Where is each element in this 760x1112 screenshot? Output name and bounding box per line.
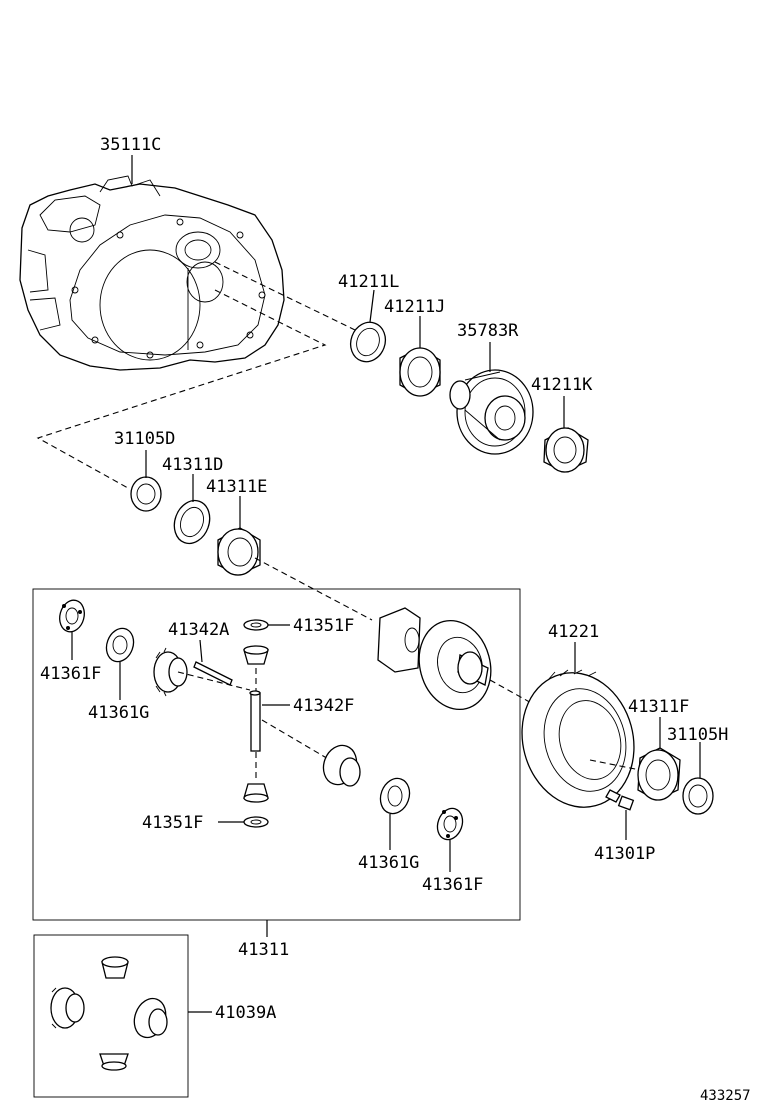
label-41039A: 41039A [215,1003,276,1023]
gear-35783R [449,369,534,455]
gear-kit-41039A-drawing [50,956,168,1071]
label-41361F-right: 41361F [422,875,483,895]
label-41311D: 41311D [162,455,223,475]
label-41221: 41221 [548,622,599,642]
transaxle-housing-drawing [19,175,285,371]
label-35783R: 35783R [457,321,519,341]
label-31105D: 31105D [114,429,175,449]
label-41361F-left: 41361F [40,664,101,684]
side-gear-left [153,647,188,697]
assembly-dash-line-housing [36,261,356,489]
differential-case-box [32,588,521,921]
pinion-gear-bottom [243,783,269,803]
label-41351F-top: 41351F [293,616,354,636]
thrust-washer-41351F-bottom [243,816,269,828]
washer-41361F-left [59,599,85,633]
pinion-gear-top [243,645,269,665]
side-gear-right [322,744,361,787]
label-41211J: 41211J [384,297,445,317]
thrust-washer-41351F-top [243,619,269,631]
shim-41211L [349,321,387,363]
label-41211L: 41211L [338,272,399,292]
pin-41342A [193,661,233,686]
bearing-41311E [217,527,261,576]
label-41311F: 41311F [628,697,689,717]
gear-kit-box [33,934,189,1098]
label-41342F: 41342F [293,696,354,716]
diagram-number: 433257 [700,1088,751,1104]
label-41311: 41311 [238,940,289,960]
label-41361G-right: 41361G [358,853,419,873]
ring-gear-41221 [521,669,635,808]
label-35111C: 35111C [100,135,161,155]
label-31105H: 31105H [667,725,728,745]
bearing-41211K [543,427,589,473]
label-41351F-bottom: 41351F [142,813,203,833]
pinion-shaft-41342F [249,690,261,752]
label-41301P: 41301P [594,844,655,864]
bearing-41211J [399,347,441,397]
label-41361G-left: 41361G [88,703,149,723]
label-41211K: 41211K [531,375,593,395]
washer-41361G-right [379,777,411,815]
differential-case [377,607,492,711]
washer-41361F-right [436,807,464,841]
bolt-41301P [605,789,635,811]
oil-seal-31105H [682,777,714,815]
washer-41361G-left [105,627,135,663]
oil-seal-31105D [130,476,162,512]
label-41311E: 41311E [206,477,267,497]
assembly-dash-line-bearing [254,557,373,621]
label-41342A: 41342A [168,620,229,640]
bearing-41311F [637,747,681,801]
shim-41311D [173,499,211,545]
